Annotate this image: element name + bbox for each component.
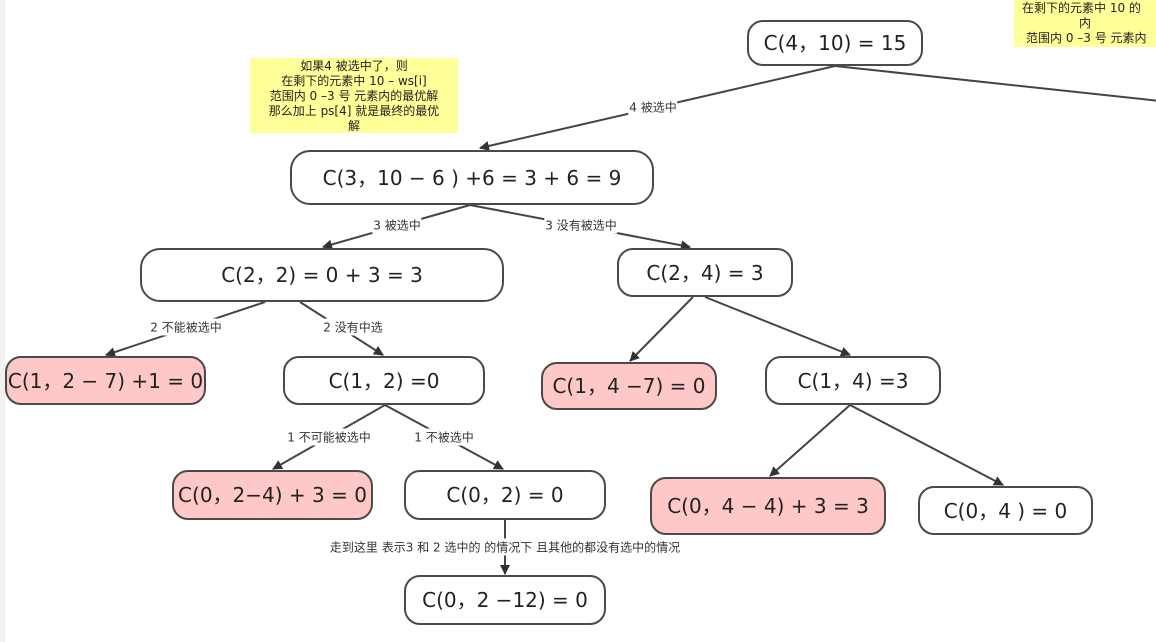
note-line: 如果4 被选中了，则	[300, 59, 408, 73]
edge-label: 走到这里 表示3 和 2 选中的 的情况下 且其他的都没有选中的情况	[328, 538, 682, 556]
node-label: C(3，10 − 6 ) +6 = 3 + 6 = 9	[322, 165, 622, 190]
node-c3[interactable]: C(3，10 − 6 ) +6 = 3 + 6 = 9	[290, 150, 654, 205]
note-right: 在剩下的元素中 10 的 内 范围内 0 –3 号 元素内	[1014, 0, 1156, 47]
canvas-edge	[0, 0, 5, 642]
edge-label: 3 没有被选中	[544, 216, 618, 234]
node-c1-4-7[interactable]: C(1，4 −7) = 0	[541, 362, 717, 410]
node-c0-4-4[interactable]: C(0，4 − 4) + 3 = 3	[650, 477, 886, 535]
node-c2-4[interactable]: C(2，4) = 3	[617, 248, 793, 297]
node-label: C(0，4 − 4) + 3 = 3	[667, 494, 869, 518]
edge-label: 2 没有中选	[322, 318, 384, 336]
edge-label: 2 不能被选中	[149, 318, 223, 336]
edge-label: 3 被选中	[372, 216, 422, 234]
note-line: 范围内 0 –3 号 元素内	[1026, 31, 1147, 45]
edge	[704, 296, 851, 357]
node-label: C(0，4 ) = 0	[943, 498, 1068, 523]
node-label: C(0，2) = 0	[446, 483, 564, 507]
note-line: 内	[1078, 16, 1091, 30]
node-c0-4[interactable]: C(0，4 ) = 0	[918, 486, 1093, 535]
note-line: 在剩下的元素中 10 – ws[i]	[281, 74, 427, 88]
node-c0-2-12[interactable]: C(0，2 −12) = 0	[404, 575, 606, 625]
node-label: C(0，2−4) + 3 = 0	[178, 483, 367, 507]
note-line: 范围内 0 –3 号 元素内的最优解	[269, 89, 439, 103]
node-c1-4[interactable]: C(1，4) =3	[765, 356, 941, 405]
edge	[769, 404, 851, 477]
node-label: C(1，4) =3	[797, 368, 909, 393]
node-c0-2-4[interactable]: C(0，2−4) + 3 = 0	[172, 470, 373, 520]
node-c2-2[interactable]: C(2，2) = 0 + 3 = 3	[140, 248, 504, 302]
node-label: C(2，2) = 0 + 3 = 3	[221, 263, 423, 287]
node-label: C(0，2 −12) = 0	[422, 588, 588, 612]
note-line: 那么加上 ps[4] 就是最终的最优	[268, 104, 440, 118]
node-label: C(1，4 −7) = 0	[552, 374, 706, 398]
edge-label: 1 不可能被选中	[286, 428, 372, 446]
edge-label: 4 被选中	[628, 98, 678, 116]
note-line: 解	[347, 119, 360, 133]
note-left: 如果4 被选中了，则 在剩下的元素中 10 – ws[i] 范围内 0 –3 号…	[250, 58, 458, 133]
edge	[849, 404, 1004, 486]
node-c1-2[interactable]: C(1，2) =0	[283, 356, 485, 405]
node-label: C(1，2 − 7) +1 = 0	[7, 368, 204, 393]
edge-label: 1 不被选中	[413, 428, 475, 446]
edge	[834, 65, 1156, 102]
note-line: 在剩下的元素中 10 的	[1022, 1, 1141, 15]
node-c1-2-7[interactable]: C(1，2 − 7) +1 = 0	[5, 356, 206, 405]
node-label: C(4，10) = 15	[763, 31, 907, 55]
node-c4-10[interactable]: C(4，10) = 15	[747, 20, 923, 66]
node-c0-2[interactable]: C(0，2) = 0	[404, 470, 606, 520]
node-label: C(2，4) = 3	[646, 260, 764, 285]
edge	[629, 296, 694, 362]
node-label: C(1，2) =0	[328, 368, 440, 393]
